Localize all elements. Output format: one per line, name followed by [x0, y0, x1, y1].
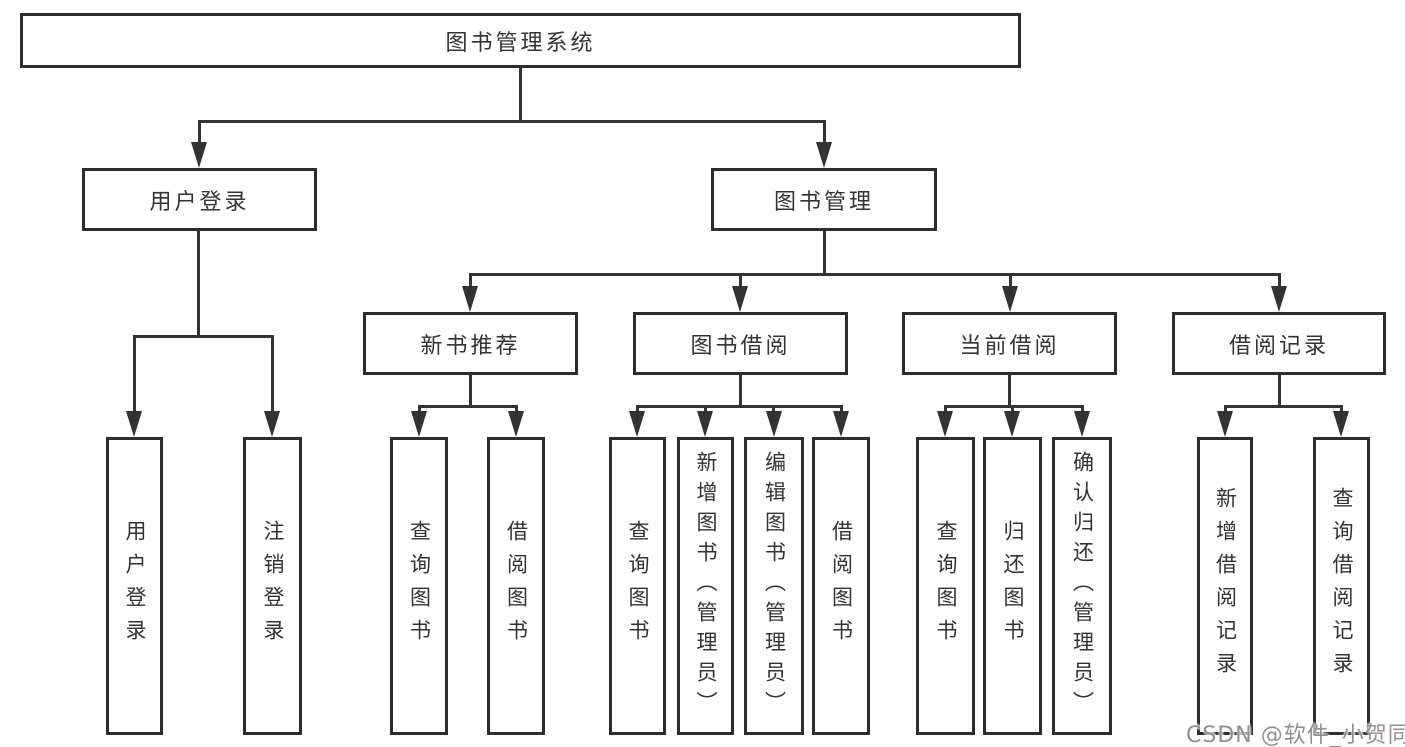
node-label: 图书管理	[773, 189, 874, 215]
node-label: 图书借阅	[690, 333, 791, 359]
connector-line	[469, 273, 1281, 276]
leaf-add-borrow-record: 新增借阅记录	[1197, 437, 1253, 735]
leaf-confirm-return-admin: 确认归还（管理员）	[1052, 437, 1112, 735]
connector-line	[197, 231, 200, 338]
arrow-down-icon	[833, 411, 849, 437]
node-label: 新书推荐	[420, 333, 521, 359]
node-label: 新增借阅记录	[1213, 487, 1238, 685]
connector-line	[739, 375, 742, 408]
arrow-down-icon	[1217, 411, 1233, 437]
arrow-down-icon	[462, 286, 478, 312]
leaf-add-books-admin: 新增图书（管理员）	[677, 437, 734, 735]
connector-line	[198, 120, 201, 150]
node-label: 查询图书	[407, 520, 432, 652]
leaf-query-borrow-record: 查询借阅记录	[1313, 437, 1370, 735]
connector-line	[519, 68, 522, 123]
connector-line	[418, 405, 518, 408]
leaf-edit-books-admin: 编辑图书（管理员）	[744, 437, 804, 735]
node-label: 新增图书（管理员）	[694, 451, 718, 721]
connector-line	[1278, 273, 1281, 292]
node-label: 用户登录	[123, 520, 147, 652]
node-label: 借阅图书	[504, 520, 529, 652]
arrow-down-icon	[191, 142, 207, 168]
arrow-down-icon	[732, 286, 748, 312]
node-borrow-records: 借阅记录	[1172, 312, 1386, 375]
arrow-down-icon	[629, 411, 645, 437]
node-book-borrow: 图书借阅	[633, 312, 848, 375]
node-label: 查询借阅记录	[1330, 487, 1354, 685]
arrow-down-icon	[697, 411, 713, 437]
arrow-down-icon	[766, 411, 782, 437]
connector-line	[198, 120, 826, 123]
connector-line	[469, 273, 472, 292]
node-label: 用户登录	[149, 189, 250, 215]
arrow-down-icon	[1333, 411, 1349, 437]
arrow-down-icon	[1004, 411, 1020, 437]
arrow-down-icon	[816, 142, 832, 168]
node-book-management-system: 图书管理系统	[20, 13, 1021, 68]
csdn-watermark: CSDN @软件_小贺同学	[1186, 723, 1405, 747]
node-label: 查询图书	[934, 520, 958, 652]
leaf-query-books-3: 查询图书	[916, 437, 975, 735]
connector-line	[944, 405, 1084, 408]
connector-line	[636, 405, 843, 408]
arrow-down-icon	[264, 411, 280, 437]
arrow-down-icon	[126, 411, 142, 437]
leaf-borrow-books-1: 借阅图书	[487, 437, 545, 735]
arrow-down-icon	[1002, 286, 1018, 312]
node-label: 确认归还（管理员）	[1070, 451, 1095, 721]
node-label: 编辑图书（管理员）	[762, 451, 787, 721]
connector-line	[739, 273, 742, 292]
node-label: 图书管理系统	[445, 30, 596, 56]
connector-line	[271, 335, 274, 417]
node-book-management: 图书管理	[711, 168, 937, 231]
leaf-query-books-1: 查询图书	[390, 437, 448, 735]
connector-line	[469, 375, 472, 408]
arrow-down-icon	[937, 411, 953, 437]
leaf-return-books: 归还图书	[983, 437, 1042, 735]
node-label: 借阅记录	[1228, 333, 1329, 359]
node-new-book-recommend: 新书推荐	[363, 312, 578, 375]
node-label: 当前借阅	[959, 333, 1060, 359]
connector-line	[1224, 405, 1343, 408]
connector-line	[823, 120, 826, 150]
leaf-borrow-books-2: 借阅图书	[812, 437, 870, 735]
leaf-logout-login: 注销登录	[243, 437, 302, 735]
leaf-user-login: 用户登录	[106, 437, 163, 735]
arrow-down-icon	[1074, 411, 1090, 437]
node-current-borrow: 当前借阅	[902, 312, 1117, 375]
node-user-login: 用户登录	[82, 168, 317, 231]
connector-line	[1008, 375, 1011, 408]
node-label: 归还图书	[1001, 520, 1025, 652]
node-label: 注销登录	[261, 520, 285, 652]
connector-line	[1009, 273, 1012, 292]
node-label: 查询图书	[626, 520, 650, 652]
leaf-query-books-2: 查询图书	[609, 437, 666, 735]
arrow-down-icon	[508, 411, 524, 437]
node-label: 借阅图书	[829, 520, 854, 652]
connector-line	[823, 231, 826, 276]
connector-line	[1278, 375, 1281, 408]
connector-line	[133, 335, 136, 417]
arrow-down-icon	[411, 411, 427, 437]
arrow-down-icon	[1271, 286, 1287, 312]
connector-line	[133, 335, 274, 338]
